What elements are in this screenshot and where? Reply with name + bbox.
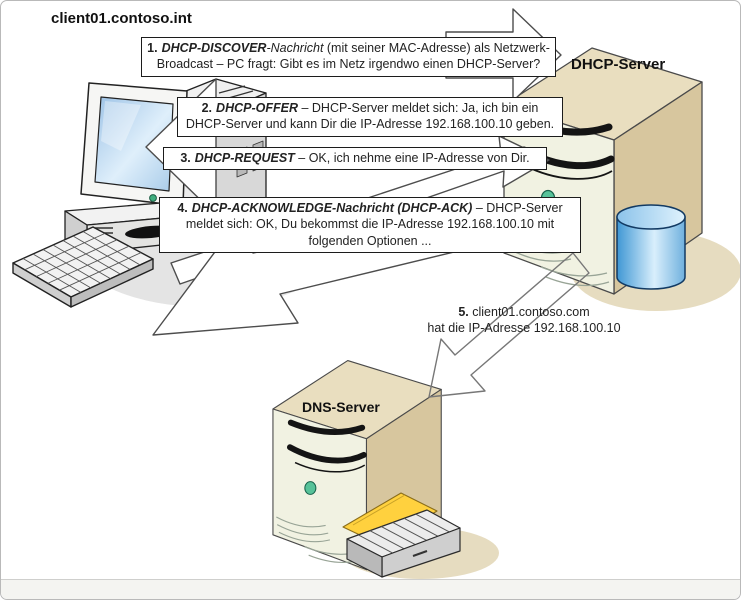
message-text: – DHCP-Server meldet sich: OK, Du bekomm…	[185, 201, 563, 248]
message-text: – DHCP-Server meldet sich: Ja, ich bin e…	[185, 101, 555, 132]
keyboard-icon	[12, 226, 154, 308]
message-name: DHCP-ACKNOWLEDGE-Nachricht (DHCP-ACK)	[191, 201, 473, 215]
message-box-dhcp-ack: 4.DHCP-ACKNOWLEDGE-Nachricht (DHCP-ACK) …	[159, 197, 581, 253]
card-file-icon	[342, 492, 461, 578]
dhcp-server-label: DHCP-Server	[571, 56, 666, 73]
dns-server-label: DNS-Server	[302, 399, 380, 415]
client-hostname-label: client01.contoso.int	[51, 10, 192, 27]
message-number: 4.	[177, 201, 188, 215]
message-number: 2.	[201, 101, 213, 115]
message-box-dhcp-request: 3.DHCP-REQUEST – OK, ich nehme eine IP-A…	[163, 147, 547, 171]
dns-update-label: 5. client01.contoso.com hat die IP-Adres…	[399, 304, 649, 337]
dns-hostname: client01.contoso.com	[468, 305, 590, 319]
message-number: 1.	[147, 41, 158, 55]
arrow-dns-update	[428, 252, 590, 398]
message-text: – OK, ich nehme eine IP-Adresse von Dir.	[294, 151, 530, 165]
step-number: 5.	[458, 305, 469, 319]
dns-update-line2: hat die IP-Adresse 192.168.100.10	[427, 321, 621, 336]
message-text: (mit seiner MAC-Adresse) als Netzwerk-Br…	[156, 41, 550, 72]
message-number: 3.	[180, 151, 191, 165]
message-name: DHCP-OFFER	[216, 101, 298, 115]
power-led-icon	[149, 194, 157, 202]
message-name-suffix: -Nachricht	[266, 41, 324, 55]
message-name: DHCP-REQUEST	[194, 151, 295, 165]
monitor-icon	[80, 82, 188, 207]
message-name: DHCP-DISCOVER	[161, 41, 267, 55]
message-box-dhcp-discover: 1.DHCP-DISCOVER-Nachricht (mit seiner MA…	[141, 37, 556, 77]
dns-update-line1: 5. client01.contoso.com	[399, 304, 649, 320]
message-box-dhcp-offer: 2.DHCP-OFFER – DHCP-Server meldet sich: …	[177, 97, 563, 137]
footer-strip	[1, 579, 740, 599]
database-cylinder-icon	[616, 204, 686, 290]
